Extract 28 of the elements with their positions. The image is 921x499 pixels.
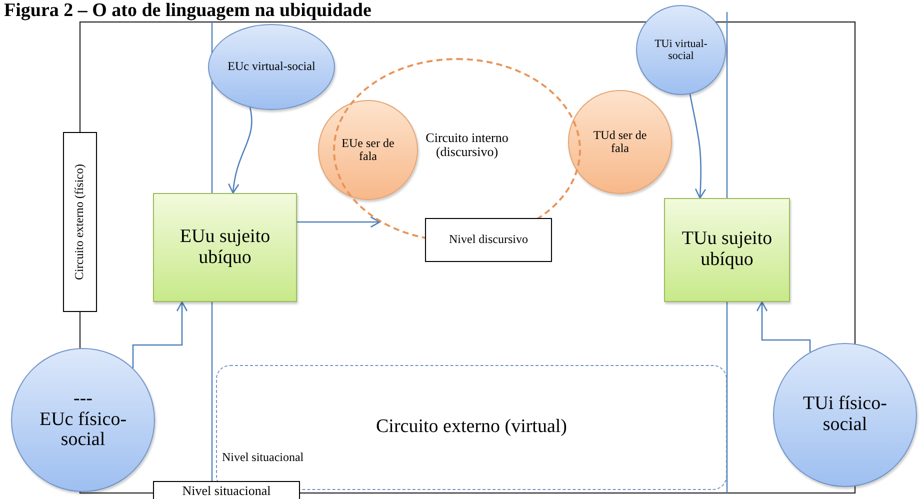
label-box	[63, 132, 97, 312]
node-label: TUd ser de fala	[592, 128, 648, 156]
node-label: TUi virtual-social	[654, 38, 708, 62]
node-label: Nivel discursivo	[448, 233, 529, 247]
arrow	[132, 301, 188, 368]
label-box	[153, 481, 300, 499]
arrow	[689, 94, 706, 199]
node-label: TUi físico-social	[802, 394, 888, 436]
node-label: Nivel situacional	[181, 484, 272, 498]
process-box	[664, 198, 790, 302]
note-label: Nivel situacional	[222, 450, 304, 465]
label-box	[425, 218, 552, 262]
node-label: Circuito interno (discursivo)	[424, 130, 510, 160]
arrow	[297, 216, 380, 228]
process-box	[153, 193, 297, 302]
ellipse-node	[208, 24, 335, 110]
dash-mark: ---	[72, 388, 94, 410]
node-label: EUe ser de fala	[340, 136, 396, 164]
circle-node	[568, 90, 672, 194]
node-label: EUc físico-social	[38, 410, 128, 452]
arrow	[756, 301, 811, 352]
node-label: EUc virtual-social	[226, 60, 316, 74]
node-label: Circuito externo (virtual)	[375, 417, 568, 438]
arrow	[228, 107, 252, 194]
node-label: EUu sujeito ubíquo	[178, 226, 272, 268]
node-label: TUu sujeito ubíquo	[680, 229, 774, 271]
title: Figura 2 – O ato de linguagem na ubiquidade	[4, 0, 372, 21]
node-label: Circuito externo (físico)	[73, 164, 87, 280]
